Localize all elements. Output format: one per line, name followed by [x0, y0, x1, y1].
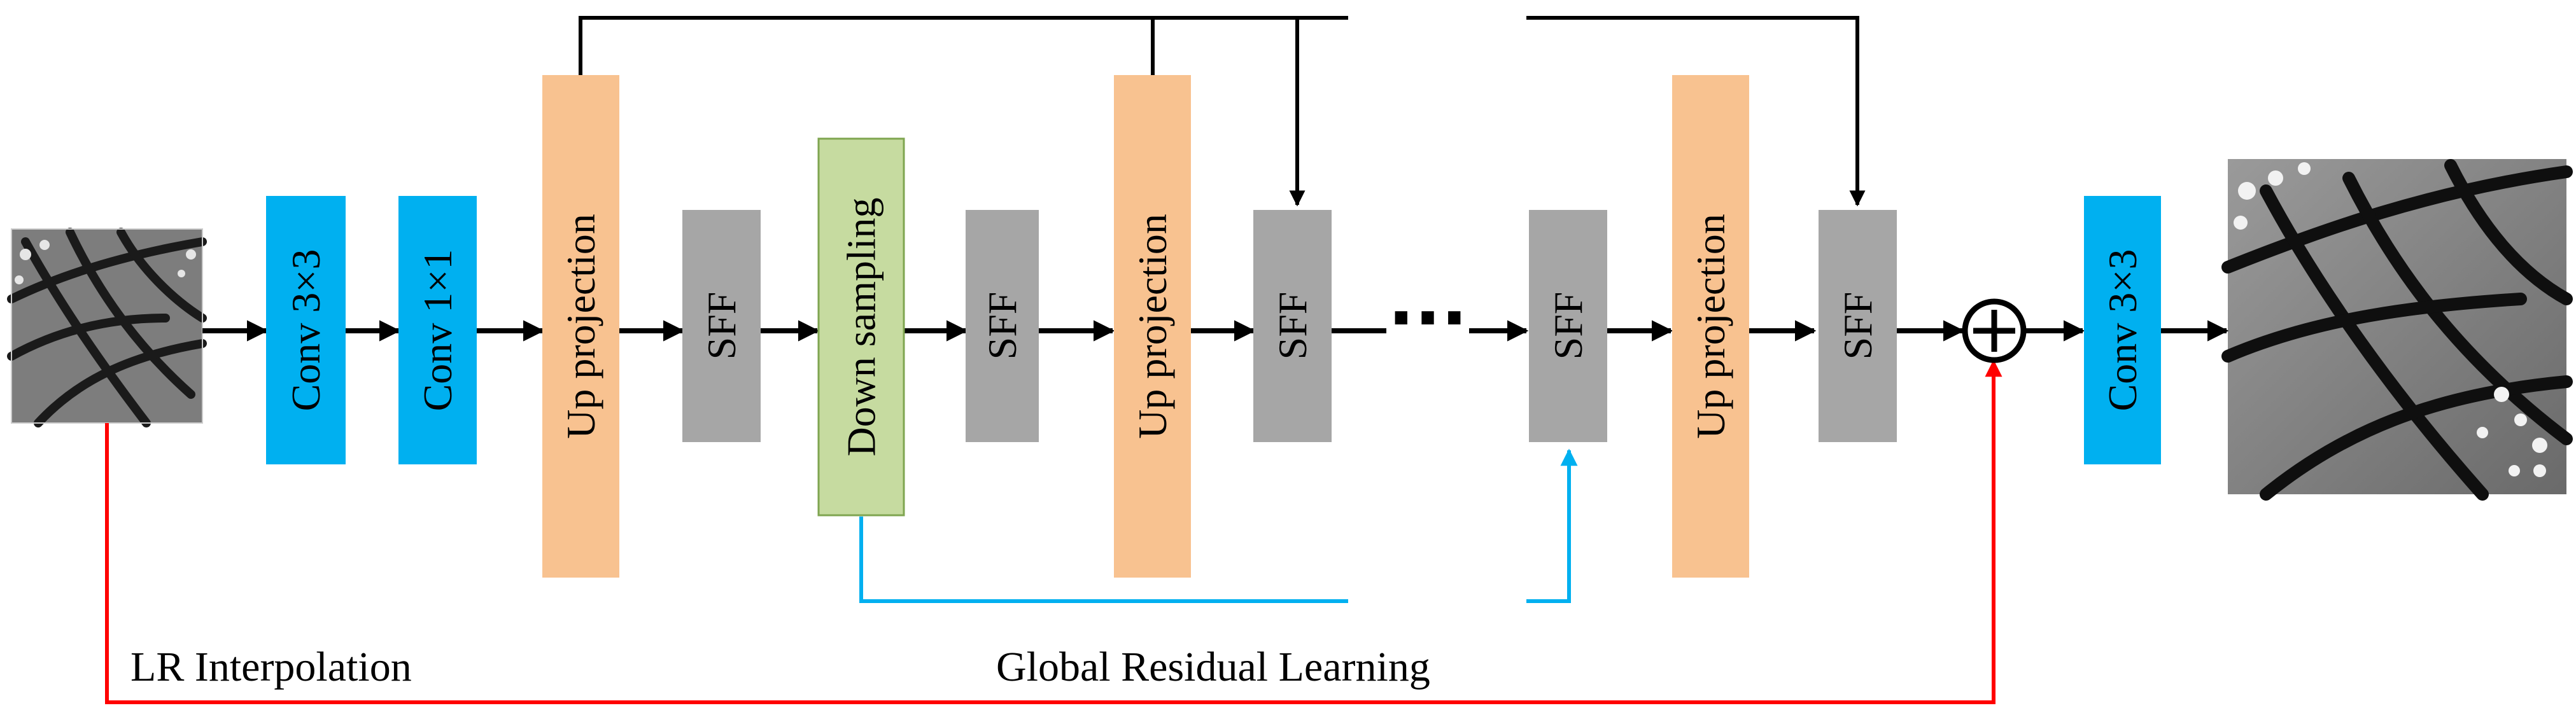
output-butterfly-image	[2221, 159, 2573, 501]
lr-interpolation-line	[105, 359, 2002, 704]
sff-label-4: SFF	[1545, 292, 1591, 360]
sff-block-2: SFF	[966, 210, 1039, 442]
conv3x3-output-label: Conv 3×3	[2100, 249, 2145, 412]
sff-label-1: SFF	[699, 292, 744, 360]
down-sampling-block: Down sampling	[817, 137, 905, 517]
residual-connection	[859, 448, 1578, 603]
input-butterfly-image	[7, 228, 207, 427]
sff-block-4: SFF	[1529, 210, 1607, 442]
conv3x3-input-block: Conv 3×3	[266, 196, 346, 464]
global-residual-label: Global Residual Learning	[996, 644, 1430, 690]
residual-arrow-to-sff4	[1526, 448, 1578, 603]
up-projection-block-2: Up projection	[1114, 75, 1191, 578]
lr-interpolation-connection	[105, 359, 2002, 704]
down-sampling-label: Down sampling	[839, 197, 884, 456]
conv1x1-block: Conv 1×1	[398, 196, 477, 464]
sff-block-3: SFF	[1253, 210, 1332, 442]
sff-label-2: SFF	[980, 292, 1025, 360]
sff-block-1: SFF	[682, 210, 761, 442]
up-projection-label-3: Up projection	[1688, 214, 1733, 439]
sff-label-3: SFF	[1270, 292, 1315, 360]
up-projection-block-1: Up projection	[542, 75, 619, 578]
sff-block-5: SFF	[1819, 210, 1897, 442]
sum-node	[1962, 298, 2027, 363]
sff-label-5: SFF	[1835, 292, 1880, 360]
lr-interpolation-label: LR Interpolation	[130, 644, 412, 690]
residual-line-left	[859, 517, 1348, 603]
top-skip-connections	[579, 16, 1866, 207]
skip-arrow-to-sff5	[1526, 16, 1866, 207]
up-projection-block-3: Up projection	[1672, 75, 1749, 578]
ellipsis-dots: ···	[1388, 277, 1467, 359]
conv3x3-input-label: Conv 3×3	[283, 249, 328, 412]
conv3x3-output-block: Conv 3×3	[2084, 196, 2161, 464]
conv1x1-label: Conv 1×1	[415, 249, 460, 412]
up-projection-label-1: Up projection	[558, 214, 603, 439]
skip-arrow-to-sff3	[1153, 16, 1306, 207]
up-projection-label-2: Up projection	[1130, 214, 1175, 439]
